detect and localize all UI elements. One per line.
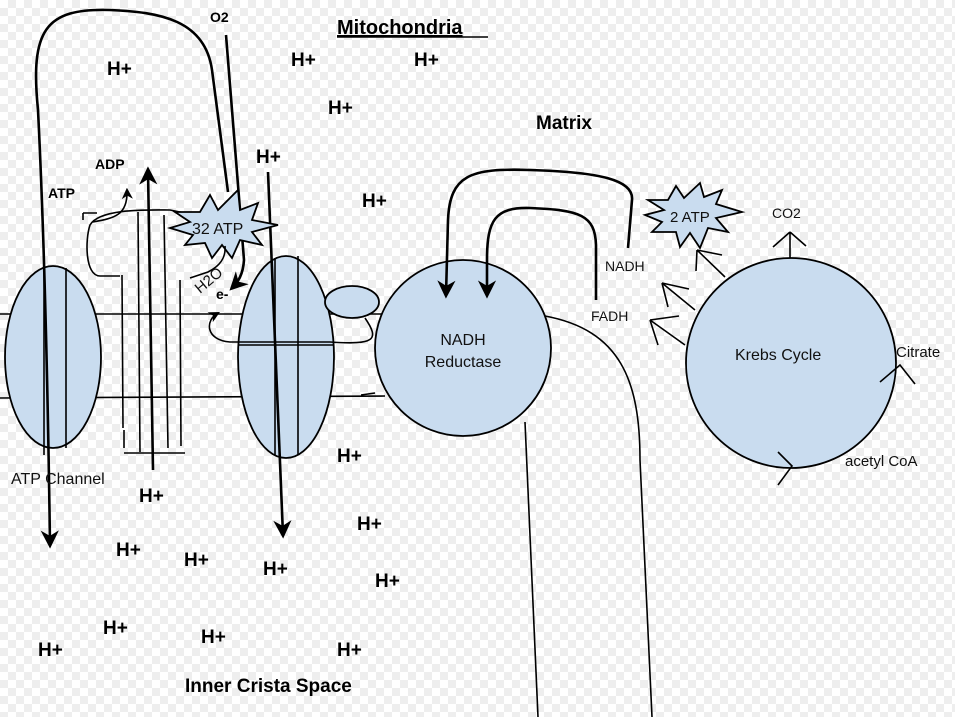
e-minus-label: e-	[216, 286, 229, 302]
h-plus-label: H+	[362, 191, 387, 212]
inner-crista-space-label: Inner Crista Space	[185, 676, 352, 697]
membrane-edge-line	[524, 421, 539, 717]
h-plus-label: H+	[107, 59, 132, 80]
proton-up-arrow	[139, 166, 158, 471]
acetyl-coa-label: acetyl CoA	[845, 453, 918, 470]
h2o-line	[189, 245, 226, 279]
coenzyme-q-protein	[324, 285, 380, 319]
acetyl-coa-arrowhead	[777, 451, 794, 486]
atp-channel-label: ATP Channel	[11, 471, 105, 488]
h-plus-label: H+	[291, 50, 316, 71]
proton-down-arrow	[266, 171, 292, 539]
nadh-label: NADH	[605, 258, 645, 274]
h-plus-label: H+	[139, 486, 164, 507]
o2-label: O2	[210, 9, 229, 25]
h-plus-label: H+	[116, 540, 141, 561]
fadh-arrow	[477, 206, 598, 300]
atp-label: ATP	[48, 185, 75, 201]
krebs-cycle-label: Krebs Cycle	[735, 347, 821, 364]
atp-arrow	[82, 212, 97, 220]
o2-arrow	[224, 34, 249, 291]
h-plus-label: H+	[414, 50, 439, 71]
nadh-reductase-label-2: Reductase	[425, 354, 502, 371]
h-plus-label: H+	[328, 98, 353, 119]
co2-label: CO2	[772, 205, 801, 221]
citrate-label: Citrate	[896, 344, 940, 361]
nadh-reductase-label-1: NADH	[440, 332, 485, 349]
h-plus-label: H+	[38, 640, 63, 661]
h-plus-label: H+	[103, 618, 128, 639]
atp-channel-protein	[4, 265, 102, 449]
adp-label: ADP	[95, 156, 125, 172]
atp-32-label: 32 ATP	[192, 221, 243, 238]
nadh-reductase-protein	[374, 259, 552, 437]
h-plus-label: H+	[201, 627, 226, 648]
atp-32-burst	[166, 188, 279, 260]
nadh-arrow	[437, 168, 634, 299]
fadh-label: FADH	[591, 308, 628, 324]
h-plus-label: H+	[263, 559, 288, 580]
matrix-label: Matrix	[536, 113, 592, 134]
h-plus-label: H+	[256, 147, 281, 168]
h-plus-label: H+	[184, 550, 209, 571]
atp-2-burst	[642, 181, 746, 250]
proton-loop-arrow	[34, 8, 230, 549]
h-plus-label: H+	[375, 571, 400, 592]
h-plus-label: H+	[337, 446, 362, 467]
adp-arrow	[92, 187, 133, 223]
electron-transport-protein	[237, 255, 335, 459]
krebs-output-arrows	[649, 231, 916, 486]
proton-labels: H+ H+ H+ H+ H+ H+ H+ H+ H+ H+ H+ H+ H+ H…	[38, 50, 439, 661]
membrane-fold-line	[544, 315, 653, 717]
electron-loop-arrow	[207, 311, 374, 344]
h-plus-label: H+	[357, 514, 382, 535]
atp-loop-line	[86, 209, 196, 277]
h-plus-label: H+	[337, 640, 362, 661]
page-title: Mitochondria	[337, 17, 463, 39]
citrate-arrowhead	[879, 363, 916, 385]
atp-2-label: 2 ATP	[670, 209, 710, 226]
atp-synthase-lines	[121, 211, 185, 454]
